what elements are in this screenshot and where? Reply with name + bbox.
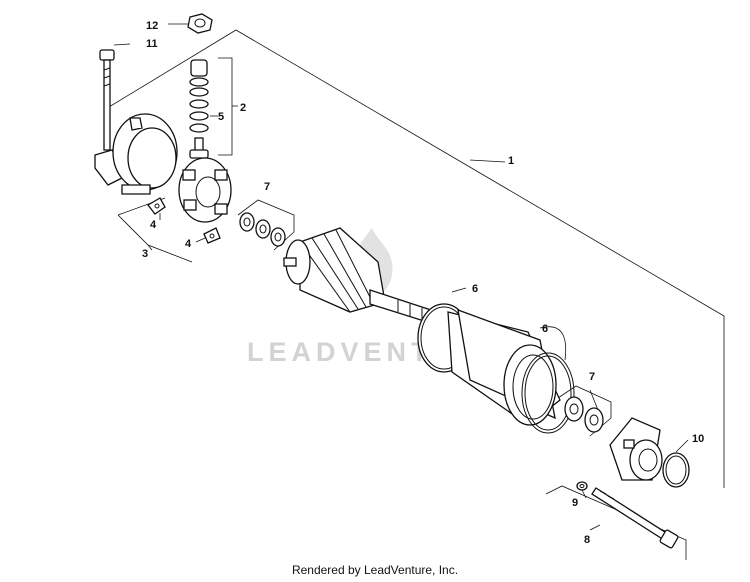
washer-9 bbox=[576, 481, 588, 491]
callout-1: 1 bbox=[508, 155, 514, 167]
callout-2: 2 bbox=[240, 102, 246, 114]
callout-5: 5 bbox=[218, 111, 224, 123]
bracket-2 bbox=[218, 57, 233, 156]
callout-10: 10 bbox=[692, 433, 704, 445]
brush-spring-4b bbox=[203, 227, 221, 244]
callout-7-lower: 7 bbox=[589, 371, 595, 383]
callout-4-lower: 4 bbox=[185, 238, 192, 250]
nut-12 bbox=[168, 13, 213, 34]
callout-12: 12 bbox=[146, 20, 158, 32]
callout-6-upper: 6 bbox=[472, 283, 478, 295]
bracket-8 bbox=[545, 485, 687, 560]
callout-4-upper: 4 bbox=[150, 219, 157, 231]
callout-8: 8 bbox=[584, 534, 590, 546]
o-ring-6-right bbox=[521, 352, 575, 434]
footer-credit: Rendered by LeadVenture, Inc. bbox=[291, 563, 459, 577]
washers-7-upper bbox=[239, 212, 286, 247]
o-ring-10 bbox=[662, 452, 690, 488]
armature bbox=[283, 227, 441, 327]
washers-7-lower bbox=[564, 396, 604, 433]
through-bolt-8 bbox=[591, 487, 679, 549]
bracket-7-upper bbox=[237, 199, 295, 251]
bracket-7-lower bbox=[557, 385, 612, 437]
bolt-11 bbox=[99, 43, 131, 151]
brush-plate-3 bbox=[178, 157, 232, 223]
callout-9: 9 bbox=[572, 497, 578, 509]
callout-6-lower: 6 bbox=[542, 323, 548, 335]
bracket-1 bbox=[103, 29, 725, 488]
yoke-housing bbox=[447, 309, 561, 426]
callout-3: 3 bbox=[142, 248, 148, 260]
brush-spring-4a bbox=[147, 197, 166, 215]
rear-cover bbox=[94, 113, 178, 195]
callout-11: 11 bbox=[146, 38, 158, 50]
terminal-hardware-2 bbox=[189, 59, 218, 159]
callout-7-upper: 7 bbox=[264, 181, 270, 193]
front-cover bbox=[609, 417, 663, 481]
